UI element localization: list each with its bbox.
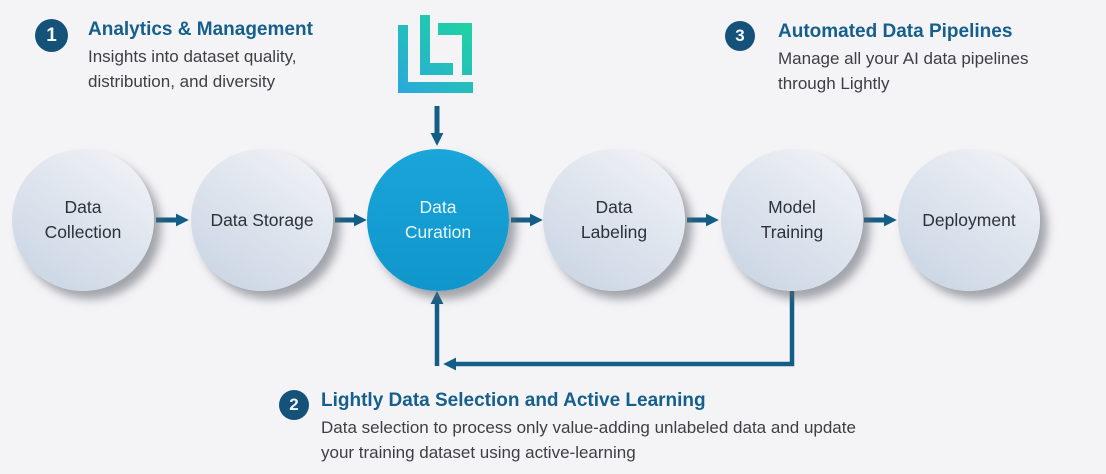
stage-circle-deployment: Deployment	[898, 149, 1040, 291]
annotation-title: Analytics & Management	[88, 19, 313, 40]
stage-label: Model Training	[760, 197, 824, 242]
number-badge-1: 1	[35, 19, 68, 52]
annotation-data-selection-active-learning: 2 Lightly Data Selection and Active Lear…	[279, 390, 856, 465]
stage-circle-data-curation: Data Curation	[367, 149, 509, 291]
annotation-body: Data selection to process only value-add…	[321, 418, 856, 462]
stage-label: Data Curation	[404, 197, 472, 242]
stage-label: Data Collection	[44, 197, 122, 242]
annotation-analytics-management: 1 Analytics & Management Insights into d…	[35, 19, 313, 94]
annotation-title: Lightly Data Selection and Active Learni…	[321, 390, 706, 411]
stage-circle-model-training: Model Training	[721, 149, 863, 291]
stage-label: Data Storage	[210, 209, 314, 230]
annotation-body: Manage all your AI data pipelines throug…	[778, 49, 1029, 93]
stage-circle-data-collection: Data Collection	[12, 149, 154, 291]
stage-label: Deployment	[922, 209, 1016, 230]
number-badge-3: 3	[725, 21, 755, 51]
annotation-automated-pipelines: 3 Automated Data Pipelines Manage all yo…	[725, 21, 1028, 96]
stage-circle-data-labeling: Data Labeling	[543, 149, 685, 291]
feedback-loop-line	[443, 291, 795, 371]
annotation-body: Insights into dataset quality, distribut…	[88, 47, 297, 91]
stage-circle-data-storage: Data Storage	[191, 149, 333, 291]
stage-label: Data Labeling	[580, 197, 648, 242]
lightly-logo-icon	[398, 15, 473, 93]
annotation-title: Automated Data Pipelines	[778, 21, 1013, 42]
number-badge-2: 2	[279, 390, 309, 420]
